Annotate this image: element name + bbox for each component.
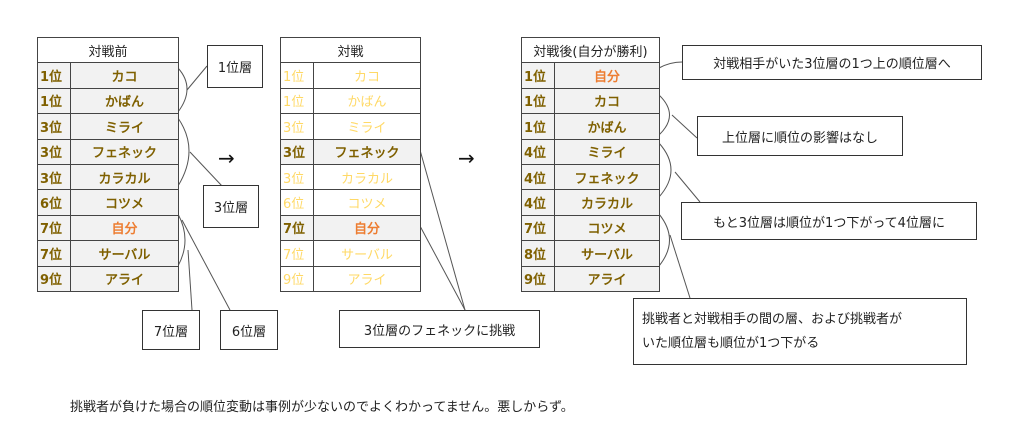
player-self: 自分 (313, 214, 421, 242)
footer-note: 挑戦者が負けた場合の順位変動は事例が少ないのでよくわかってません。悪しからず。 (70, 400, 574, 415)
label-tier7: 7位層 (142, 310, 200, 350)
rank: 1位 (521, 87, 555, 115)
arrow-right-icon: → (218, 146, 235, 170)
rank: 3位 (280, 163, 314, 191)
rank: 7位 (37, 240, 71, 267)
note-lower-line1: 挑戦者と対戦相手の間の層、および挑戦者が (642, 311, 903, 327)
rank: 9位 (521, 265, 555, 292)
player-self: 自分 (554, 62, 660, 89)
rank: 3位 (37, 113, 71, 140)
note-tier3: もと3位層は順位が1つ下がって4位層に (681, 202, 977, 240)
player: かばん (554, 113, 660, 140)
player: アライ (313, 265, 421, 292)
rank: 3位 (37, 138, 71, 165)
player: フェネック (70, 138, 179, 165)
before-table: 対戦前 1位カコ 1位かばん 3位ミライ 3位フェネック 3位カラカル 6位コツ… (37, 36, 179, 292)
rank: 7位 (521, 214, 555, 242)
note-lower: 挑戦者と対戦相手の間の層、および挑戦者が いた順位層も順位が1つ下がる (633, 298, 967, 365)
player: ミライ (554, 138, 660, 165)
player: コツメ (70, 189, 179, 216)
battle-table: 対戦 1位カコ 1位かばん 3位ミライ 3位フェネック 3位カラカル 6位コツメ… (280, 36, 421, 292)
player: かばん (313, 87, 421, 115)
player: カラカル (70, 163, 179, 191)
rank: 7位 (280, 240, 314, 267)
note-upper: 上位層に順位の影響はなし (697, 116, 903, 156)
rank: 1位 (280, 62, 314, 89)
rank: 7位 (280, 214, 314, 242)
rank: 1位 (280, 87, 314, 115)
note-lower-line2: いた順位層も順位が1つ下がる (642, 335, 820, 351)
note-winner: 対戦相手がいた3位層の1つ上の順位層へ (682, 45, 982, 80)
rank: 9位 (37, 265, 71, 292)
player: カコ (70, 62, 179, 89)
player-self: 自分 (70, 214, 179, 242)
player: かばん (70, 87, 179, 115)
label-challenge: 3位層のフェネックに挑戦 (339, 310, 540, 348)
rank: 4位 (521, 163, 555, 191)
player: ミライ (70, 113, 179, 140)
opponent: フェネック (313, 138, 421, 165)
rank: 3位 (280, 113, 314, 140)
rank: 4位 (521, 138, 555, 165)
player: サーバル (313, 240, 421, 267)
rank: 7位 (37, 214, 71, 242)
player: コツメ (554, 214, 660, 242)
player: カコ (554, 87, 660, 115)
rank: 1位 (521, 113, 555, 140)
rank: 1位 (37, 62, 71, 89)
player: ミライ (313, 113, 421, 140)
label-tier6: 6位層 (220, 310, 278, 350)
player: カラカル (313, 163, 421, 191)
rank: 3位 (280, 138, 314, 165)
after-table: 対戦後(自分が勝利) 1位自分 1位カコ 1位かばん 4位ミライ 4位フェネック… (521, 36, 660, 292)
player: アライ (554, 265, 660, 292)
arrow-right-icon: → (458, 146, 475, 170)
rank: 1位 (37, 87, 71, 115)
player: サーバル (70, 240, 179, 267)
rank: 1位 (521, 62, 555, 89)
player: コツメ (313, 189, 421, 216)
player: カラカル (554, 189, 660, 216)
label-tier3: 3位層 (203, 185, 259, 228)
player: サーバル (554, 240, 660, 267)
player: カコ (313, 62, 421, 89)
player: アライ (70, 265, 179, 292)
after-title: 対戦後(自分が勝利) (521, 36, 660, 64)
battle-title: 対戦 (280, 36, 421, 64)
rank: 3位 (37, 163, 71, 191)
rank: 9位 (280, 265, 314, 292)
before-title: 対戦前 (37, 36, 179, 64)
rank: 4位 (521, 189, 555, 216)
rank: 6位 (37, 189, 71, 216)
rank: 6位 (280, 189, 314, 216)
label-tier1: 1位層 (207, 45, 263, 88)
player: フェネック (554, 163, 660, 191)
rank: 8位 (521, 240, 555, 267)
